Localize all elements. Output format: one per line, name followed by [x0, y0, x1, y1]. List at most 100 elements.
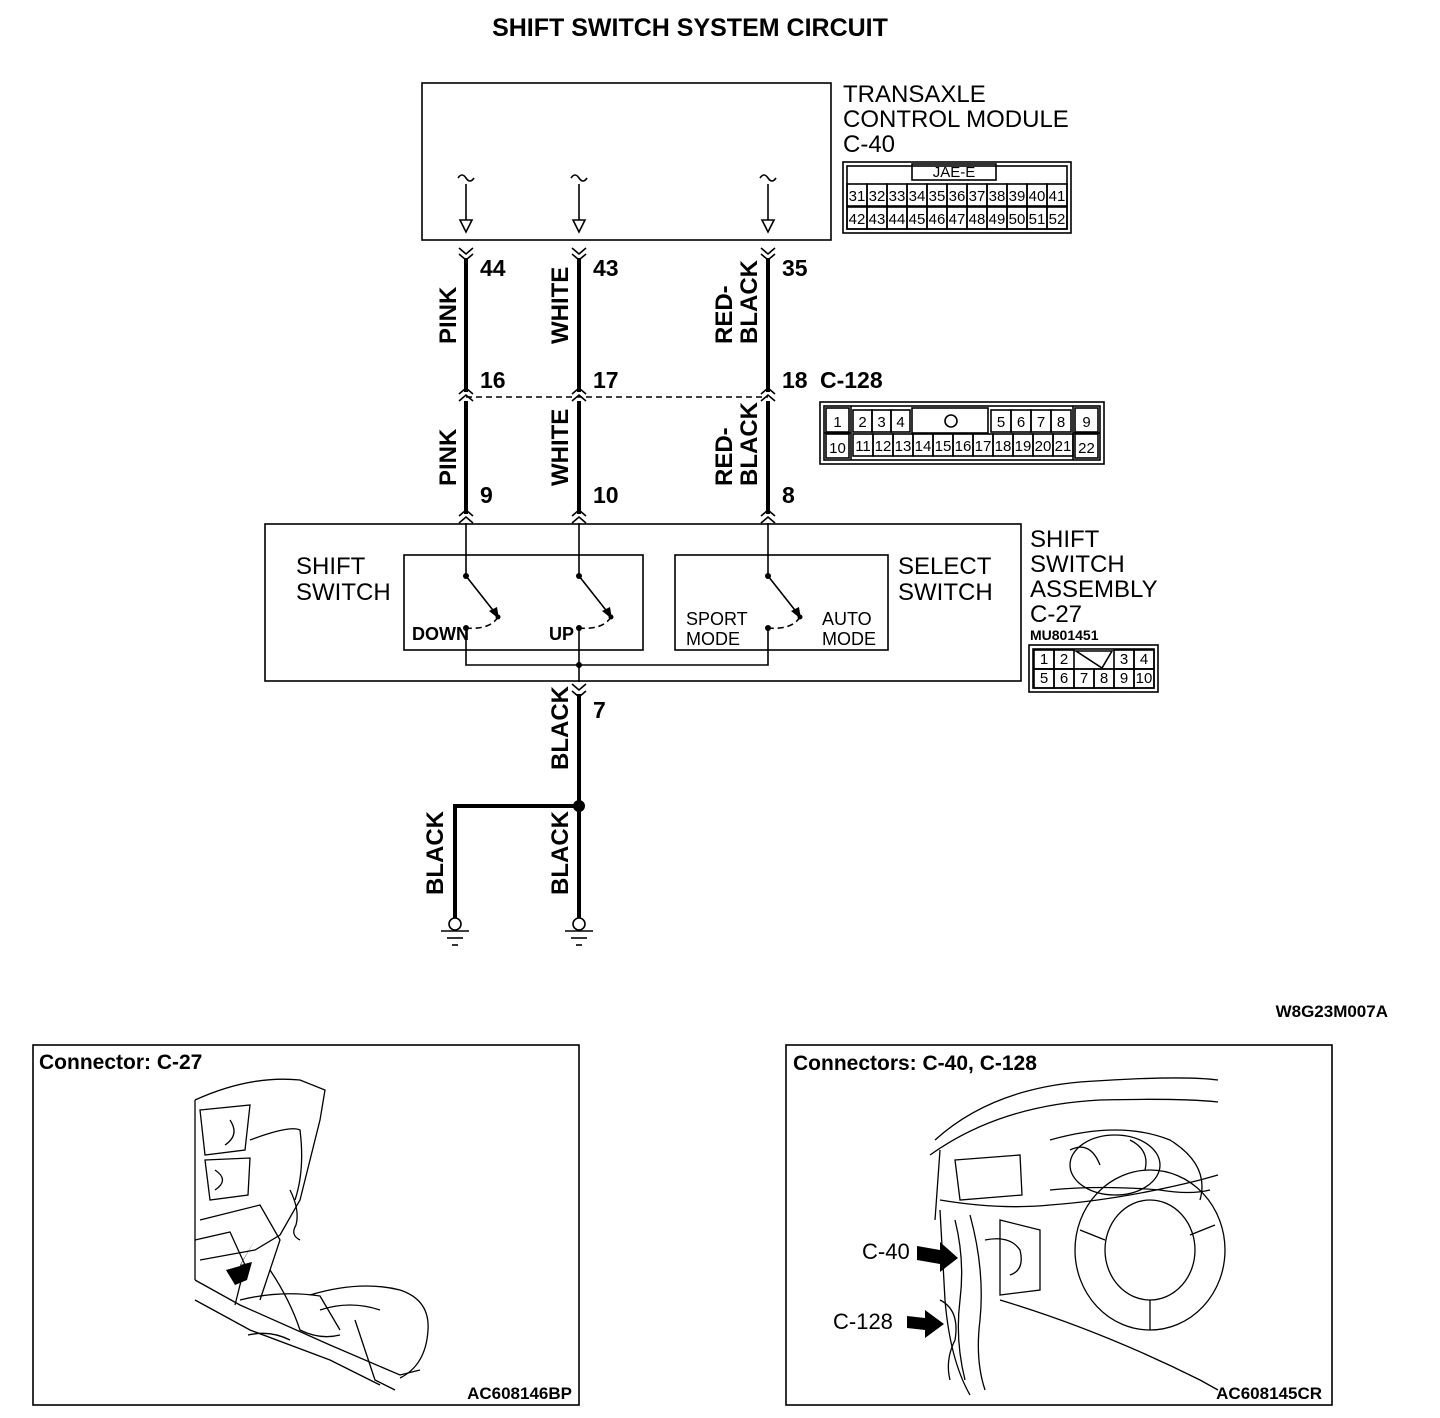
console-illustration	[194, 1078, 429, 1391]
c40-pin-43: 43	[869, 211, 886, 228]
tcm-connector-id: C-40	[843, 131, 895, 158]
c128-location-arrow	[907, 1310, 944, 1338]
junction-pin-17: 17	[593, 367, 619, 393]
tcm-terminal-44	[457, 174, 475, 234]
select-switch-box	[674, 554, 889, 651]
c128-pin-10-cell	[825, 433, 850, 459]
c40-pin-50: 50	[1009, 211, 1026, 228]
c128-pin-3: 3	[877, 414, 885, 431]
switch-pin-10: 10	[593, 482, 619, 508]
c128-pin-1-cell	[825, 407, 850, 433]
c27-pin-4: 4	[1140, 651, 1148, 668]
c27-pin-10: 10	[1136, 670, 1153, 687]
auto-label-l2: MODE	[822, 629, 876, 649]
c40-pin-32: 32	[869, 188, 886, 205]
wire-color-pink-lower: PINK	[435, 428, 462, 486]
assembly-part-number: MU801451	[1030, 627, 1099, 643]
c40-pin-36: 36	[949, 188, 966, 205]
assembly-outline	[264, 523, 1022, 682]
panel-c27-code: AC608146BP	[467, 1384, 572, 1403]
ground-circuit: 7 BLACK BLACK BLACK	[422, 683, 606, 946]
wire-color-black-left: BLACK	[422, 810, 449, 895]
diagram-code: W8G23M007A	[1276, 1002, 1388, 1021]
up-switch: UP	[549, 573, 614, 644]
dashboard-illustration	[929, 1077, 1226, 1396]
c128-pin-20: 20	[1035, 438, 1052, 455]
junction-connector-id: C-128	[820, 367, 883, 393]
junction-pin-16: 16	[480, 367, 506, 393]
sport-label-l2: MODE	[686, 629, 740, 649]
wire-color-black-main: BLACK	[547, 685, 574, 770]
c40-pin-38: 38	[989, 188, 1006, 205]
c128-pin-9: 9	[1082, 414, 1090, 431]
c40-pin-52-cell	[1046, 206, 1068, 230]
c128-pin-4-cell	[890, 409, 911, 433]
shift-switch-label-l1: SHIFT	[296, 553, 366, 580]
tcm-pin-43: 43	[593, 255, 619, 281]
panel-connector-c27: Connector: C-27 AC608146BP	[32, 1044, 580, 1406]
c128-pin-19: 19	[1015, 438, 1032, 455]
c128-pin-12: 12	[875, 438, 892, 455]
lower-wires: PINK WHITE RED- BLACK 9 10 8	[435, 401, 795, 524]
wire-color-red-lower-l2: BLACK	[736, 401, 763, 486]
c27-pin-8: 8	[1100, 670, 1108, 687]
c128-pin-8: 8	[1057, 414, 1065, 431]
c128-pin-16: 16	[955, 438, 972, 455]
wire-color-black-right: BLACK	[547, 810, 574, 895]
c40-pin-49: 49	[989, 211, 1006, 228]
assembly-name-l2: SWITCH	[1030, 551, 1125, 578]
panel-c27-title: Connector: C-27	[39, 1051, 202, 1074]
c40-pin-40: 40	[1029, 188, 1046, 205]
c27-keyway	[1073, 650, 1114, 670]
c128-pin-8-cell	[1050, 409, 1072, 433]
c27-pin-2: 2	[1060, 651, 1068, 668]
c40-pin-44: 44	[889, 211, 906, 228]
c128-pin-18: 18	[995, 438, 1012, 455]
c40-pin-41-cell	[1046, 183, 1068, 207]
c40-pin-37: 37	[969, 188, 986, 205]
c128-pin-7: 7	[1037, 414, 1045, 431]
tcm-pin-44: 44	[480, 255, 506, 281]
c40-pin-35: 35	[929, 188, 946, 205]
ground-symbol-left	[441, 917, 469, 946]
c40-type-label: JAE-E	[933, 164, 976, 181]
wire-color-white-upper: WHITE	[547, 267, 574, 344]
panel-c40-code: AC608145CR	[1216, 1384, 1322, 1403]
assembly-connector-id: C-27	[1030, 601, 1082, 628]
diagram-title: SHIFT SWITCH SYSTEM CIRCUIT	[492, 14, 888, 42]
c40-pin-46: 46	[929, 211, 946, 228]
down-label: DOWN	[412, 624, 469, 644]
shift-switch-assembly: SHIFT SWITCH SELECT SWITCH DOWN UP	[264, 523, 1159, 693]
c40-pin-45: 45	[909, 211, 926, 228]
shift-switch-label-l2: SWITCH	[296, 579, 391, 606]
c128-pin-10: 10	[829, 440, 846, 457]
c128-pin-6: 6	[1017, 414, 1025, 431]
c128-pin-21-cell	[1052, 433, 1074, 457]
c40-pin-42: 42	[849, 211, 866, 228]
tcm-pin-35: 35	[782, 255, 808, 281]
c128-pin-4: 4	[896, 414, 904, 431]
select-switch-label-l2: SWITCH	[898, 579, 993, 606]
c128-pin-11: 11	[855, 438, 871, 455]
c128-pin-5: 5	[997, 414, 1005, 431]
c40-pin-34: 34	[909, 188, 926, 205]
splice-point	[573, 800, 585, 812]
c128-pin-21: 21	[1055, 438, 1072, 455]
callout-c40: C-40	[862, 1239, 910, 1264]
c27-pin-3: 3	[1120, 651, 1128, 668]
sport-label-l1: SPORT	[686, 609, 748, 629]
c40-pin-51: 51	[1029, 211, 1046, 228]
auto-label-l1: AUTO	[822, 609, 872, 629]
upper-wires: 44 43 35 PINK WHITE RED- BLACK	[435, 247, 808, 392]
ground-symbol-right	[565, 917, 593, 946]
junction-pin-18: 18	[782, 367, 808, 393]
wire-color-red-upper-l1: RED-	[711, 285, 738, 344]
c40-pin-33: 33	[889, 188, 906, 205]
c128-pin-22: 22	[1078, 440, 1095, 457]
c40-location-arrow	[917, 1242, 958, 1272]
wire-color-pink-upper: PINK	[435, 286, 462, 344]
